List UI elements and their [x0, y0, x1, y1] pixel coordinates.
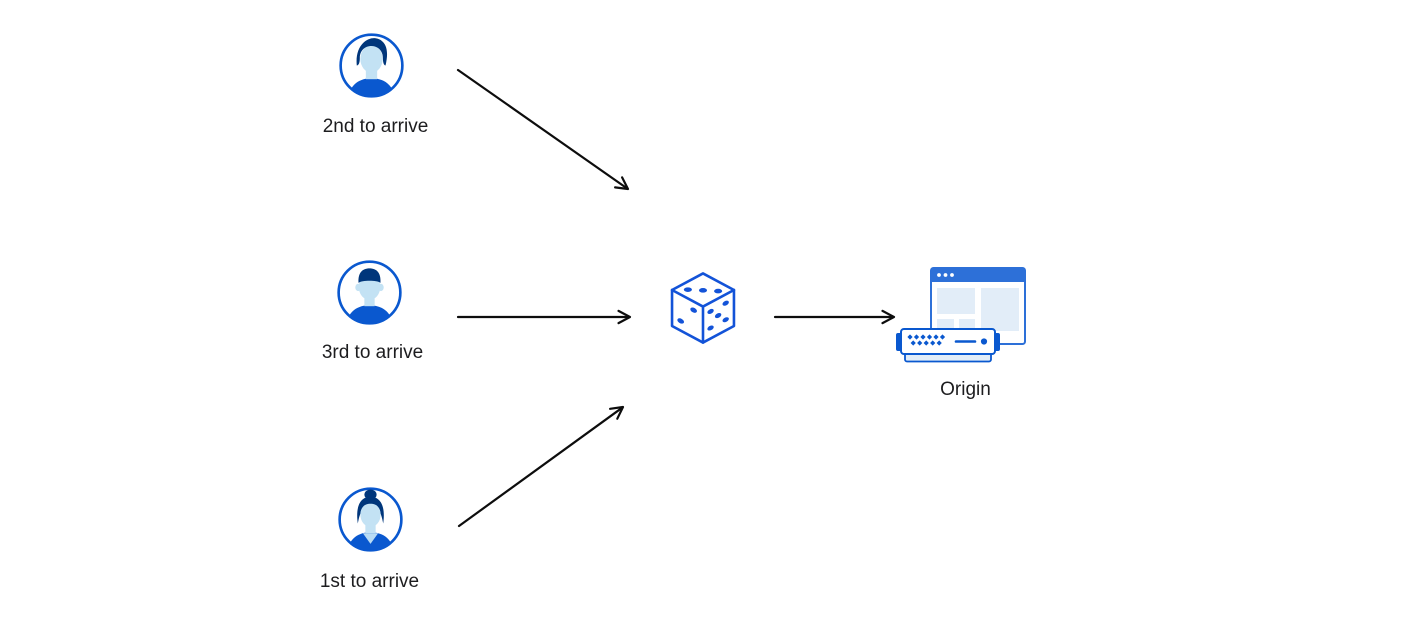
node-label-visitor-2nd: 2nd to arrive	[322, 116, 429, 137]
server-led	[980, 338, 988, 345]
avatar-hair	[356, 38, 388, 66]
dice-pips	[677, 287, 729, 331]
avatar-shoulders	[348, 78, 395, 97]
avatar-hair-fringe	[359, 499, 382, 514]
node-label-visitor-1st: 1st to arrive	[319, 571, 420, 592]
arrow-2nd-to-dice	[456, 68, 630, 191]
browser-window-icon	[930, 267, 1026, 345]
node-visitor-2nd	[338, 32, 405, 99]
node-label-origin: Origin	[940, 379, 991, 400]
user-avatar-icon	[339, 33, 404, 98]
arrow-dice-to-origin	[773, 309, 896, 325]
arrow-1st-to-dice	[457, 405, 625, 528]
avatar-hair	[358, 268, 381, 283]
node-label-visitor-3rd: 3rd to arrive	[321, 342, 424, 363]
avatar-vneck	[362, 533, 379, 544]
browser-content-blocks	[937, 288, 1019, 335]
user-avatar-icon	[338, 487, 403, 552]
avatar-face	[360, 501, 381, 527]
server-vents	[907, 334, 946, 346]
browser-titlebar	[931, 268, 1025, 282]
origin-browser-window	[930, 267, 1026, 345]
dice-icon	[670, 272, 736, 344]
user-avatar-icon	[337, 260, 402, 325]
node-visitor-3rd	[336, 259, 403, 326]
avatar-shoulders	[346, 305, 393, 324]
server-body	[900, 328, 996, 355]
node-randomizer	[667, 270, 739, 346]
server-icon	[896, 328, 1000, 363]
arrow-3rd-to-dice	[456, 309, 632, 325]
browser-titlebar-dots	[937, 273, 954, 277]
avatar-face	[360, 45, 383, 73]
origin-server	[896, 328, 1000, 364]
node-visitor-1st	[337, 486, 404, 553]
